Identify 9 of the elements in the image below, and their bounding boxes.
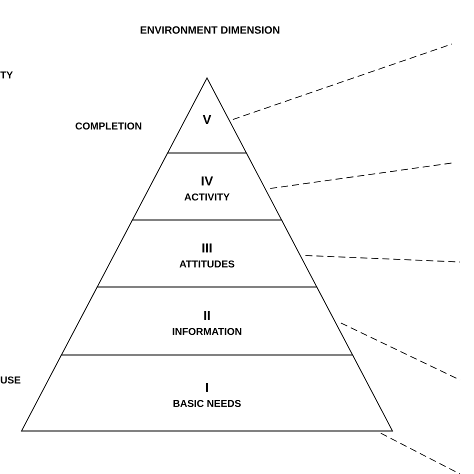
leader-line: [270, 162, 452, 189]
pyramid-level: IV ACTIVITY: [132, 152, 282, 220]
leader-line: [305, 255, 460, 262]
leader-line: [380, 432, 460, 474]
level-caption: COMPLETION: [76, 122, 142, 130]
leader-line: [232, 44, 452, 120]
title: ENVIRONMENT DIMENSION: [140, 26, 280, 34]
label: TY: [0, 72, 13, 78]
pyramid-level: II INFORMATION: [60, 286, 354, 356]
